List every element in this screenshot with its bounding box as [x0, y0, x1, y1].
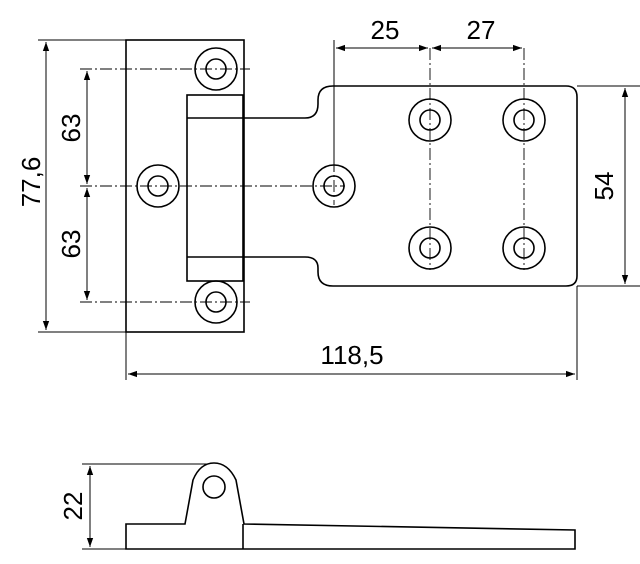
dimension-77-6: 77,6 [16, 39, 126, 333]
hole-plate-top-1 [408, 98, 452, 142]
hole-plate-top-2 [502, 98, 546, 142]
dimension-25: 25 [333, 15, 428, 172]
hole-bottom-left [194, 280, 238, 324]
mounting-holes [136, 47, 546, 324]
dimension-63-lower-label: 63 [56, 230, 86, 259]
dimension-22-label: 22 [58, 492, 88, 521]
dimension-118-5: 118,5 [125, 286, 578, 380]
dimension-27: 27 [432, 15, 522, 52]
dimension-118-5-label: 118,5 [320, 340, 383, 370]
dimension-54: 54 [577, 85, 640, 287]
hole-plate-bottom-1 [408, 226, 452, 270]
dimension-22: 22 [58, 463, 208, 550]
hinge-knuckle [186, 94, 244, 282]
hinge-leaf-right [243, 85, 578, 287]
dimension-63-upper: 63 [56, 71, 91, 184]
dimension-27-label: 27 [467, 15, 496, 45]
dimension-77-6-label: 77,6 [16, 157, 46, 208]
hole-top-left [194, 47, 238, 91]
hole-plate-bottom-2 [502, 226, 546, 270]
dimension-63-upper-label: 63 [56, 114, 86, 143]
hinge-side-view [125, 462, 576, 550]
dimension-54-label: 54 [589, 172, 619, 201]
dimension-25-label: 25 [371, 15, 400, 45]
hole-middle-left [136, 164, 180, 208]
centerlines [80, 48, 525, 303]
dimension-63-lower: 63 [56, 188, 91, 300]
